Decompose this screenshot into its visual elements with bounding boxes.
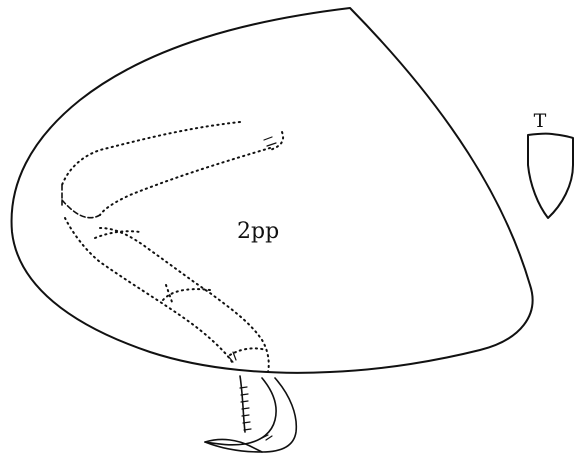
- claw-outer: [205, 378, 296, 452]
- claw-teeth: [262, 435, 272, 440]
- elbow-joint-line: [62, 200, 100, 218]
- limb-upper-edge: [62, 122, 240, 185]
- segment-joint-3: [230, 348, 266, 355]
- segment-joint-1: [95, 231, 140, 238]
- inset-label: T: [534, 110, 547, 132]
- claw-inner: [240, 376, 245, 432]
- plate-outline: [12, 8, 533, 373]
- limb-lower-edge: [100, 148, 270, 215]
- limb-tip-shading: [264, 137, 276, 146]
- segment-label: 2pp: [237, 219, 279, 244]
- limb-tip: [270, 132, 283, 150]
- lower-limb-right-edge: [100, 228, 269, 372]
- inset-shield-outline: [528, 134, 573, 218]
